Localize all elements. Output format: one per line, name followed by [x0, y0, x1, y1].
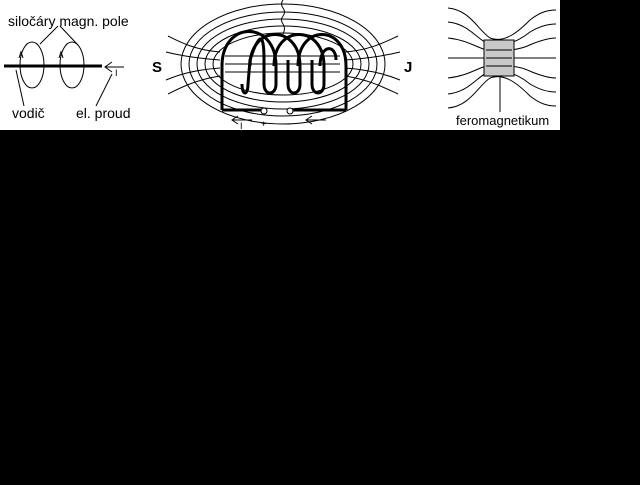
coil-winding-4 [296, 33, 348, 110]
current-label: el. proud [76, 105, 130, 121]
field-line-exit-5 [167, 35, 221, 53]
conductor-label: vodič [12, 105, 45, 121]
coil-current-arrows [231, 115, 326, 125]
leader-title-left [39, 25, 59, 45]
leader-title-right [59, 25, 78, 45]
terminal-plus-dot [260, 107, 268, 115]
leader-conductor [15, 69, 25, 107]
terminal-minus-label: − [286, 119, 291, 129]
field-line-exit-2 [344, 51, 401, 61]
field-line-exit-1 [344, 35, 399, 53]
coil-current-arrowhead-left [231, 115, 239, 125]
coil-winding-5 [318, 47, 338, 67]
top-field-wave [281, 0, 285, 35]
loop-arrow-left [18, 50, 24, 59]
coil-winding-1 [220, 30, 278, 110]
coil-winding-3 [272, 33, 326, 95]
terminal-minus-dot [286, 107, 294, 115]
field-line-outer-1 [180, 3, 386, 125]
current-arrowhead [104, 61, 113, 73]
core-field-line-7 [447, 76, 557, 109]
conductor-panel [4, 25, 124, 107]
field-line-outer-4 [204, 25, 362, 103]
coil-windings [220, 30, 348, 112]
coil-current-arrowhead-right [305, 115, 313, 125]
field-line-outer-3 [196, 18, 370, 110]
core-internal-lines [486, 49, 512, 112]
core-panel [447, 7, 557, 109]
core-label: feromagnetikum [456, 113, 549, 128]
coil-winding-2 [248, 33, 302, 95]
field-line-exit-3 [344, 67, 401, 81]
field-lines-label: siločáry magn. pole [8, 13, 129, 29]
current-symbol: I [115, 68, 118, 78]
loop-arrow-right [58, 50, 64, 59]
field-line-exit-8 [167, 75, 221, 95]
field-line-exit-6 [165, 51, 221, 61]
pole-south-label: S [152, 59, 162, 76]
terminal-plus-label: + [261, 119, 266, 129]
pole-north-label: J [404, 59, 412, 76]
coil-current-symbol: I [240, 121, 243, 131]
field-line-exit-4 [344, 75, 399, 95]
field-line-exit-7 [165, 67, 221, 81]
coil-panel [165, 0, 401, 125]
core-field-line-1 [447, 7, 557, 40]
field-line-outer-2 [188, 11, 378, 117]
leader-current [95, 73, 113, 107]
